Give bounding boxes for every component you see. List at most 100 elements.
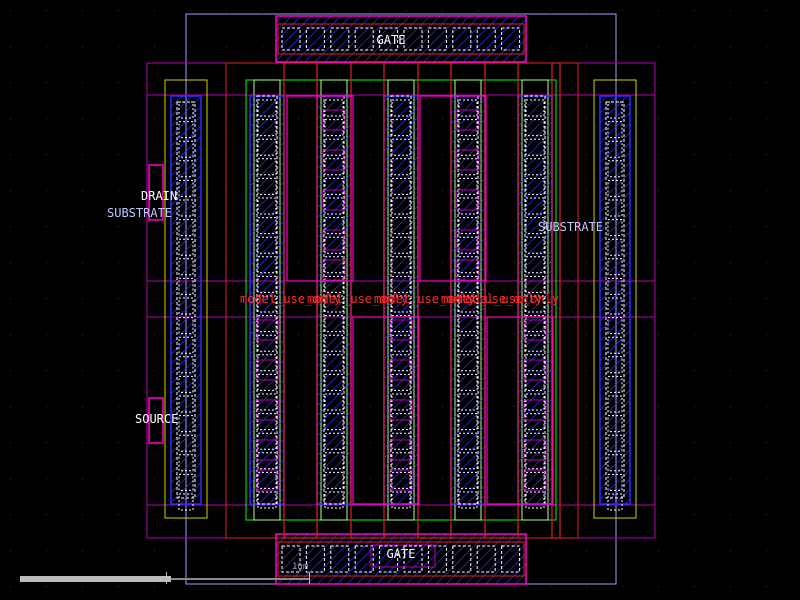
grid-dot [694, 10, 695, 11]
diffusion-contact [257, 491, 277, 509]
grid-dot [298, 82, 299, 83]
grid-dot [658, 262, 659, 263]
grid-dot [262, 46, 263, 47]
grid-dot [658, 586, 659, 587]
scale-bar-fill [20, 576, 171, 582]
source-label: SOURCE [135, 412, 178, 426]
diffusion-contact [525, 158, 545, 176]
grid-dot [586, 82, 587, 83]
via [389, 399, 413, 421]
grid-dot [658, 406, 659, 407]
grid-dot [766, 478, 767, 479]
diffusion-contact [391, 119, 411, 137]
grid-dot [118, 406, 119, 407]
diffusion-contact [257, 315, 277, 333]
scale-tick [166, 572, 167, 584]
grid-dot [766, 406, 767, 407]
grid-dot [514, 154, 515, 155]
diffusion-contact [458, 256, 478, 274]
grid-dot [190, 10, 191, 11]
grid-dot [514, 298, 515, 299]
diffusion-contact [257, 177, 277, 195]
grid-dot [46, 406, 47, 407]
grid-dot [730, 478, 731, 479]
grid-dot [694, 586, 695, 587]
grid-dot [118, 550, 119, 551]
diffusion-contact [525, 452, 545, 470]
gate-contact [476, 545, 496, 573]
diffusion-contact [324, 119, 344, 137]
grid-dot [442, 226, 443, 227]
grid-dot [154, 262, 155, 263]
grid-dot [766, 334, 767, 335]
grid-dot [406, 514, 407, 515]
diffusion-contact [324, 217, 344, 235]
substrate-left-label: SUBSTRATE [107, 206, 172, 220]
tap-right-contact [607, 317, 623, 335]
diffusion-contact [525, 491, 545, 509]
grid-dot [118, 514, 119, 515]
via [456, 229, 480, 251]
grid-dot [370, 586, 371, 587]
diffusion-contact [525, 236, 545, 254]
diffusion-contact [324, 158, 344, 176]
via [255, 319, 279, 341]
grid-dot [370, 226, 371, 227]
grid-dot [154, 10, 155, 11]
tap-left-contact [178, 317, 194, 335]
gate-strap-top-poly [277, 23, 525, 55]
diffusion-contact [525, 315, 545, 333]
diffusion-contact [525, 177, 545, 195]
tap-left-implant [164, 79, 208, 519]
diffusion-contact [391, 354, 411, 372]
diffusion-contact [257, 373, 277, 391]
grid-dot [10, 190, 11, 191]
tap-left-contact [178, 375, 194, 393]
grid-dot [298, 406, 299, 407]
grid-dot [370, 478, 371, 479]
tap-left-contact [178, 199, 194, 217]
grid-dot [154, 406, 155, 407]
tap-right-contact [607, 101, 623, 119]
grid-dot [658, 226, 659, 227]
tap-right-contact [607, 434, 623, 452]
grid-dot [478, 514, 479, 515]
diffusion-contact [257, 471, 277, 489]
grid-dot [118, 226, 119, 227]
grid-dot [730, 10, 731, 11]
grid-dot [694, 154, 695, 155]
diffusion-contact [391, 452, 411, 470]
grid-dot [46, 154, 47, 155]
gate-contact [427, 545, 447, 573]
diffusion-contact [525, 99, 545, 117]
grid-dot [370, 262, 371, 263]
tap-right-contact [607, 375, 623, 393]
tap-right-contact [607, 219, 623, 237]
tap-left-contact [178, 454, 194, 472]
grid-dot [730, 406, 731, 407]
grid-dot [730, 550, 731, 551]
grid-dot [370, 514, 371, 515]
grid-dot [766, 154, 767, 155]
diffusion-contact [324, 177, 344, 195]
grid-dot [154, 82, 155, 83]
grid-dot [730, 190, 731, 191]
grid-dot [442, 334, 443, 335]
diffusion-contact [458, 413, 478, 431]
grid-dot [82, 154, 83, 155]
diffusion-contact [391, 138, 411, 156]
diffusion-contact [324, 393, 344, 411]
grid-dot [514, 406, 515, 407]
diffusion-contact [324, 275, 344, 293]
grid-dot [478, 586, 479, 587]
tap-right-contact [607, 121, 623, 139]
grid-dot [694, 82, 695, 83]
grid-dot [694, 370, 695, 371]
diffusion-contact [458, 354, 478, 372]
grid-dot [226, 10, 227, 11]
grid-dot [622, 46, 623, 47]
grid-dot [46, 370, 47, 371]
diffusion-contact [257, 256, 277, 274]
diffusion-contact [391, 373, 411, 391]
